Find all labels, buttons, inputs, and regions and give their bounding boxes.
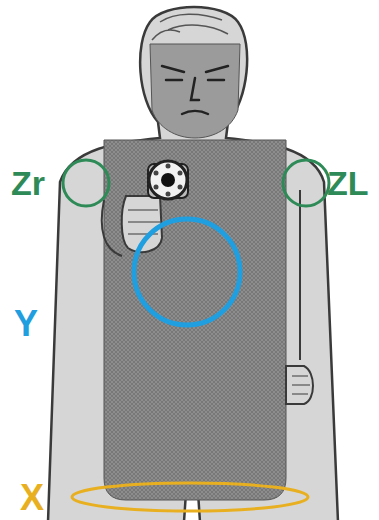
zone-label-zr: Zr [11,166,45,200]
silhouette [48,7,338,520]
revolver-cylinder [149,161,187,199]
zone-label-x: X [20,480,44,516]
zr-ring [63,160,109,206]
y-ring [134,219,240,325]
right-hand [286,366,313,404]
revolver-muzzle [161,173,175,187]
hair-lines [152,14,228,40]
revolver-chambers [154,164,183,197]
zone-label-zl: ZL [327,166,369,200]
left-arm [102,200,122,256]
head-zone [150,44,240,138]
hand-fingers [292,376,310,394]
zone-label-y: Y [14,306,38,342]
torso-zone [104,140,286,500]
zl-ring [283,160,329,206]
x-ring [72,483,308,511]
face [162,66,228,114]
